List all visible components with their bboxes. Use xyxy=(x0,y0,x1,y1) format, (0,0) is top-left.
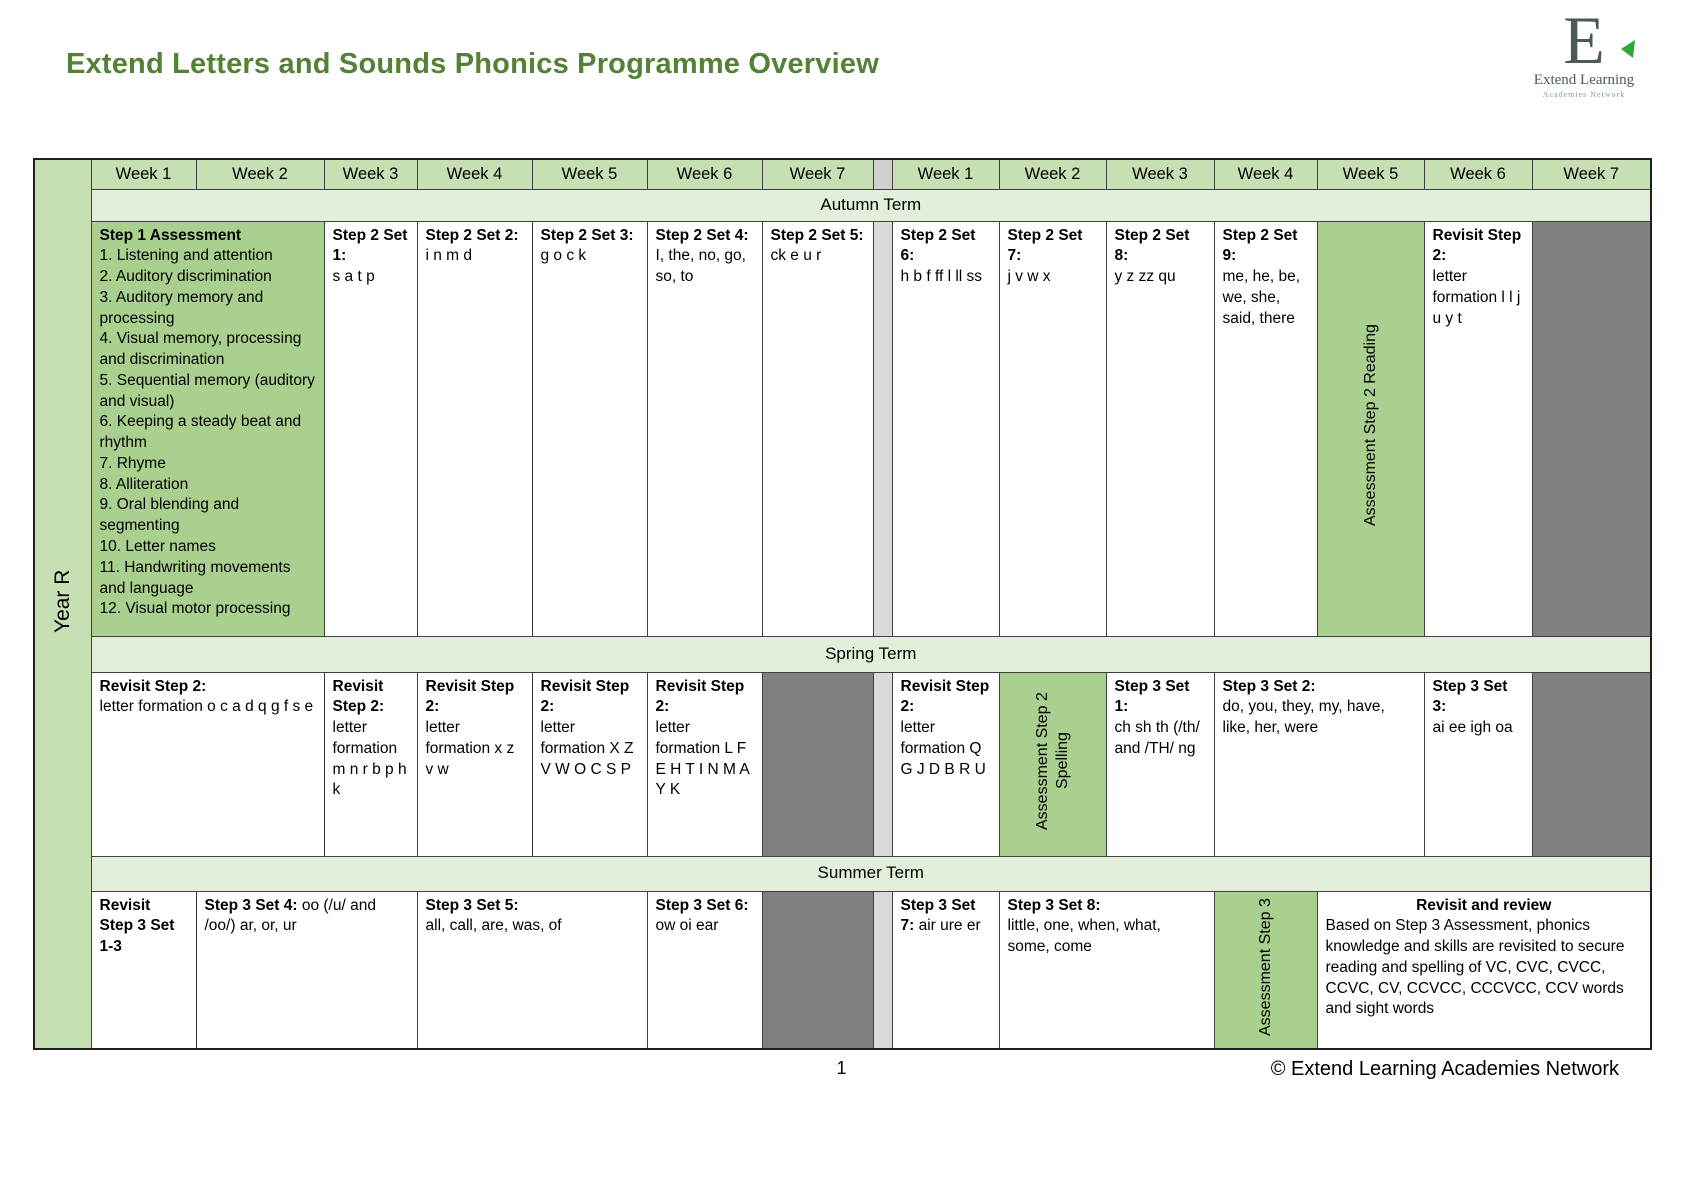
cell-revisit-step2-lfehti: Revisit Step 2: letter formation L F E H… xyxy=(646,671,763,857)
cell-revisit-step2-qgjdbru: Revisit Step 2: letter formation Q G J D… xyxy=(891,671,1000,857)
autumn-content-row: Step 1 Assessment 1. Listening and atten… xyxy=(34,220,1652,637)
summer-banner-row: Summer Term xyxy=(34,855,1652,892)
cell-step3-set7: Step 3 Set 7: air ure er xyxy=(891,890,1000,1050)
cell-step2-set7: Step 2 Set 7: j v w x xyxy=(998,220,1107,637)
week-header-1: Week 1 xyxy=(90,158,197,190)
extend-learning-logo: E Extend Learning Academies Network xyxy=(1519,6,1649,100)
logo-subname: Academies Network xyxy=(1542,90,1626,100)
cell-assessment-step3: Assessment Step 3 xyxy=(1213,890,1318,1050)
cell-step3-set5: Step 3 Set 5: all, call, are, was, of xyxy=(416,890,648,1050)
cell-step2-set1: Step 2 Set 1: s a t p xyxy=(323,220,418,637)
cell-revisit-step2-autumn: Revisit Step 2: letter formation l l j u… xyxy=(1423,220,1533,637)
page-title: Extend Letters and Sounds Phonics Progra… xyxy=(66,48,879,80)
spacer-cell xyxy=(872,671,893,857)
cell-step2-set8: Step 2 Set 8: y z zz qu xyxy=(1105,220,1215,637)
empty-cell xyxy=(761,671,874,857)
cell-step3-set1: Step 3 Set 1: ch sh th (/th/ and /TH/ ng xyxy=(1105,671,1215,857)
summer-content-row: Revisit Step 3 Set 1-3 Step 3 Set 4: oo … xyxy=(34,890,1652,1050)
logo-name: Extend Learning xyxy=(1533,72,1635,89)
cell-step2-set9: Step 2 Set 9: me, he, be, we, she, said,… xyxy=(1213,220,1318,637)
cell-revisit-step3-set1-3: Revisit Step 3 Set 1-3 xyxy=(90,890,197,1050)
empty-cell xyxy=(1531,671,1652,857)
cell-revisit-and-review: Revisit and review Based on Step 3 Asses… xyxy=(1316,890,1652,1050)
cell-step3-set4: Step 3 Set 4: oo (/u/ and /oo/) ar, or, … xyxy=(195,890,418,1050)
cell-revisit-step2-mnrbphk: Revisit Step 2: letter formation m n r b… xyxy=(323,671,418,857)
year-r-label: Year R xyxy=(51,569,75,633)
cell-step3-set2: Step 3 Set 2: do, you, they, my, have, l… xyxy=(1213,671,1425,857)
phonics-programme-table: Year R Week 1 Week 2 Week 3 Week 4 Week … xyxy=(33,158,1652,1051)
week-header-7: Week 7 xyxy=(761,158,874,190)
cell-revisit-step2-ocadq: Revisit Step 2: letter formation o c a d… xyxy=(90,671,325,857)
autumn-term-banner: Autumn Term xyxy=(90,188,1652,222)
week-header-4b: Week 4 xyxy=(1213,158,1318,190)
cell-step3-set6: Step 3 Set 6: ow oi ear xyxy=(646,890,763,1050)
spacer-cell xyxy=(872,890,893,1050)
spring-banner-row: Spring Term xyxy=(34,635,1652,673)
copyright-notice: © Extend Learning Academies Network xyxy=(1270,1058,1619,1080)
week-header-3: Week 3 xyxy=(323,158,418,190)
empty-cell xyxy=(1531,220,1652,637)
page-number: 1 xyxy=(836,1058,847,1078)
spacer-cell xyxy=(872,220,893,637)
cell-step3-set8: Step 3 Set 8: little, one, when, what, s… xyxy=(998,890,1215,1050)
week-header-5b: Week 5 xyxy=(1316,158,1425,190)
week-header-6b: Week 6 xyxy=(1423,158,1533,190)
week-header-5: Week 5 xyxy=(531,158,648,190)
year-r-label-cell: Year R xyxy=(33,158,92,1050)
cell-step2-set3: Step 2 Set 3: g o c k xyxy=(531,220,648,637)
week-header-3b: Week 3 xyxy=(1105,158,1215,190)
spacer-cell xyxy=(872,158,893,190)
cell-step3-set3: Step 3 Set 3: ai ee igh oa xyxy=(1423,671,1533,857)
logo-letter-e: E xyxy=(1563,6,1636,74)
autumn-banner-row: Autumn Term xyxy=(34,188,1652,222)
week-header-1b: Week 1 xyxy=(891,158,1000,190)
summer-term-banner: Summer Term xyxy=(90,855,1652,892)
cell-step1-assessment: Step 1 Assessment 1. Listening and atten… xyxy=(90,220,325,637)
cell-revisit-step2-xzvw: Revisit Step 2: letter formation x z v w xyxy=(416,671,533,857)
week-header-2b: Week 2 xyxy=(998,158,1107,190)
logo-green-triangle-icon xyxy=(1621,40,1636,58)
week-header-6: Week 6 xyxy=(646,158,763,190)
week-header-2: Week 2 xyxy=(195,158,325,190)
cell-step2-set4: Step 2 Set 4: I, the, no, go, so, to xyxy=(646,220,763,637)
cell-step2-set2: Step 2 Set 2: i n m d xyxy=(416,220,533,637)
spring-content-row: Revisit Step 2: letter formation o c a d… xyxy=(34,671,1652,857)
week-header-row: Year R Week 1 Week 2 Week 3 Week 4 Week … xyxy=(33,158,1652,1050)
week-header-4: Week 4 xyxy=(416,158,533,190)
spring-term-banner: Spring Term xyxy=(90,635,1652,673)
cell-revisit-step2-xzvwocsp: Revisit Step 2: letter formation X Z V W… xyxy=(531,671,648,857)
cell-step2-set6: Step 2 Set 6: h b f ff l ll ss xyxy=(891,220,1000,637)
cell-step2-set5: Step 2 Set 5: ck e u r xyxy=(761,220,874,637)
empty-cell xyxy=(761,890,874,1050)
cell-assessment-step2-spelling: Assessment Step 2 Spelling xyxy=(998,671,1107,857)
week-header-7b: Week 7 xyxy=(1531,158,1652,190)
cell-assessment-step2-reading: Assessment Step 2 Reading xyxy=(1316,220,1425,637)
